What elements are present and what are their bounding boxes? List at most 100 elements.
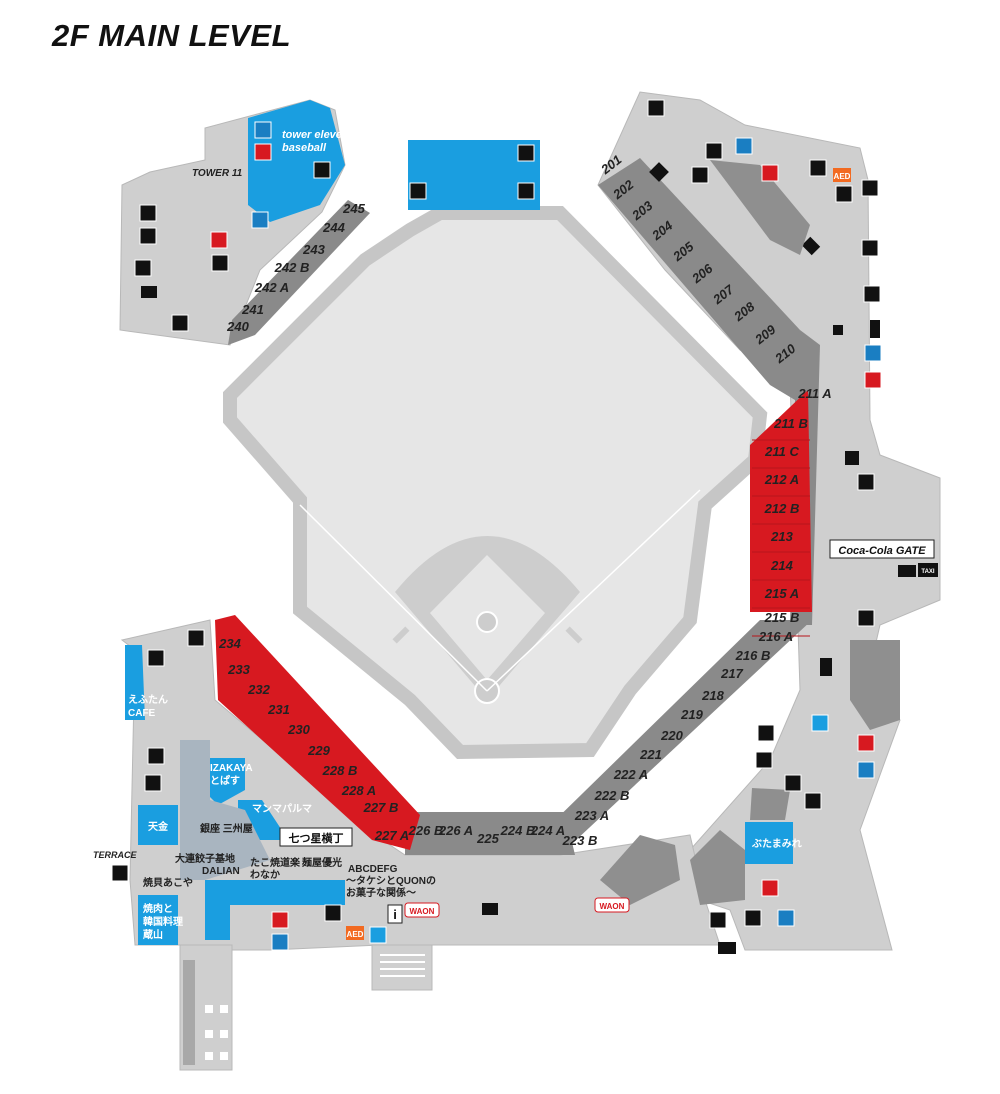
facility-icon [705, 142, 723, 160]
gray-seat-band [540, 620, 812, 855]
facility-icon [324, 904, 342, 922]
restroom-icon [857, 761, 875, 779]
section-red-3[interactable]: 212 B [764, 501, 800, 516]
section-gray-21[interactable]: 223 B [562, 833, 598, 848]
section-gray-26[interactable]: 226 B [408, 823, 444, 838]
section-gray-17[interactable]: 221 [639, 747, 662, 762]
restaurant-8b: 〜タケシとQUONの [346, 875, 436, 887]
section-gray-31[interactable]: 243 [302, 242, 325, 257]
restaurant-6: たこ焼道楽 [250, 856, 301, 869]
restaurant-1: IZAKAYA [210, 763, 253, 774]
restaurant-10c: 蔵山 [143, 928, 163, 941]
red-seat-band [215, 615, 420, 850]
facility-icon [517, 144, 535, 162]
restroom-icon [210, 231, 228, 249]
section-red-7[interactable]: 215 B [764, 610, 800, 625]
section-red-15[interactable]: 232 [247, 682, 270, 697]
section-gray-20[interactable]: 223 A [574, 808, 609, 823]
section-red-16[interactable]: 233 [227, 662, 250, 677]
facility-icon [147, 747, 165, 765]
aed-icon: AED [347, 930, 364, 939]
facility-icon [691, 166, 709, 184]
facility-icon [835, 185, 853, 203]
restroom-icon [254, 143, 272, 161]
waon-label: WAON [410, 907, 435, 916]
section-gray-28[interactable]: 241 [241, 302, 264, 317]
section-gray-11[interactable]: 216 A [758, 629, 793, 644]
restroom-icon [271, 911, 289, 929]
section-red-17[interactable]: 234 [218, 636, 241, 651]
section-red-11[interactable]: 228 B [322, 763, 358, 778]
gate-label: Coca-Cola GATE [838, 545, 926, 557]
tower-windows [205, 1005, 228, 1060]
restaurant-10: 焼肉と [143, 902, 173, 915]
section-gray-30[interactable]: 242 B [274, 260, 310, 275]
section-gray-18[interactable]: 222 A [613, 767, 648, 782]
section-gray-13[interactable]: 217 [720, 666, 743, 681]
facility-icon [313, 161, 331, 179]
top-blue-blocks [248, 100, 540, 222]
section-gray-27[interactable]: 240 [226, 319, 249, 334]
section-red-6[interactable]: 215 A [764, 586, 799, 601]
section-red-8[interactable]: 227 A [374, 828, 409, 843]
facility-icon [809, 159, 827, 177]
facility-icon [134, 259, 152, 277]
restroom-icon [254, 121, 272, 139]
restroom-icon [761, 164, 779, 182]
section-gray-10[interactable]: 211 A [797, 386, 831, 401]
facility-icon [111, 864, 129, 882]
section-gray-22[interactable]: 224 A [530, 823, 565, 838]
restroom-icon [857, 734, 875, 752]
section-red-2[interactable]: 212 A [764, 472, 799, 487]
facility-icon [647, 99, 665, 117]
restroom-icon [735, 137, 753, 155]
facility-icon [755, 751, 773, 769]
section-gray-12[interactable]: 216 B [735, 648, 771, 663]
section-red-10[interactable]: 228 A [341, 783, 376, 798]
section-gray-19[interactable]: 222 B [594, 788, 630, 803]
gray-seat-band [228, 200, 370, 345]
aed-icon-2: AED [834, 172, 851, 181]
facility-icon [804, 792, 822, 810]
section-red-0[interactable]: 211 B [773, 416, 808, 431]
section-red-9[interactable]: 227 B [363, 800, 399, 815]
restaurant-8c: お菓子な関係〜 [346, 886, 416, 899]
section-gray-25[interactable]: 226 A [438, 823, 473, 838]
water-icon [811, 714, 829, 732]
restroom-icon [271, 933, 289, 951]
facility-icon [709, 911, 727, 929]
section-gray-32[interactable]: 244 [322, 220, 345, 235]
restaurant-6b: わなか [250, 869, 280, 881]
facility-icon [139, 204, 157, 222]
red-sections [215, 390, 812, 850]
tower-eleven-label2: baseball [282, 142, 327, 154]
waon-label-2: WAON [600, 902, 625, 911]
restaurant-8: ABCDEFG [348, 864, 398, 875]
section-red-1[interactable]: 211 C [764, 444, 799, 459]
facility-icon [744, 909, 762, 927]
gate-label-box [829, 539, 935, 559]
section-red-4[interactable]: 213 [770, 529, 793, 544]
facility-icon [861, 239, 879, 257]
section-red-12[interactable]: 229 [307, 743, 330, 758]
facility-icon [757, 724, 775, 742]
restaurant-1b: とぱす [210, 774, 240, 787]
section-gray-16[interactable]: 220 [660, 728, 683, 743]
restaurant-0b: CAFE [128, 708, 156, 719]
section-gray-23[interactable]: 224 B [500, 823, 536, 838]
section-gray-15[interactable]: 219 [680, 707, 703, 722]
gray-seat-band [598, 158, 800, 385]
restaurant-5: 大連餃子基地 [175, 852, 235, 865]
section-gray-33[interactable]: 245 [342, 201, 365, 216]
section-red-5[interactable]: 214 [770, 558, 793, 573]
section-gray-14[interactable]: 218 [701, 688, 724, 703]
section-gray-29[interactable]: 242 A [254, 280, 289, 295]
section-red-14[interactable]: 231 [267, 702, 290, 717]
restaurant-2: マンマパルマ [252, 803, 312, 815]
water-icon [369, 926, 387, 944]
restroom-icon [864, 371, 882, 389]
page-title: 2F MAIN LEVEL [52, 18, 292, 53]
section-red-13[interactable]: 230 [287, 722, 310, 737]
section-gray-24[interactable]: 225 [476, 831, 499, 846]
facility-icon [139, 227, 157, 245]
